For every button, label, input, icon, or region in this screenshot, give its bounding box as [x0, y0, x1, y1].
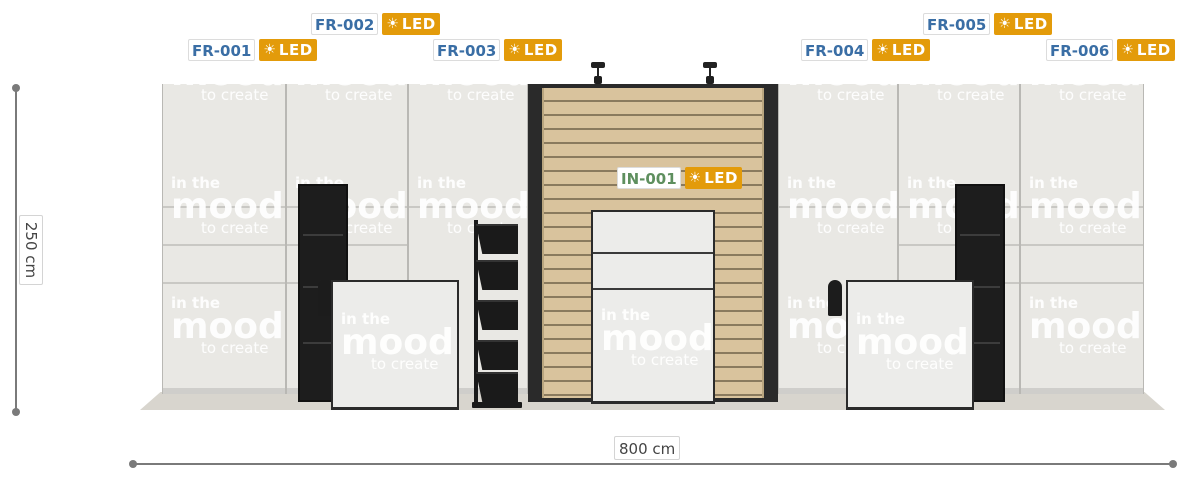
led-badge: ☀LED	[504, 39, 562, 61]
fixture-tag-fr-003: FR-003 ☀LED	[433, 39, 562, 61]
sun-icon: ☀	[508, 42, 521, 58]
height-dimension-line	[12, 84, 20, 416]
fixture-tag-fr-004: FR-004 ☀LED	[801, 39, 930, 61]
led-badge: ☀LED	[994, 13, 1052, 35]
fixture-tag-in-001: IN-001 ☀LED	[617, 167, 742, 189]
led-badge: ☀LED	[382, 13, 440, 35]
fixture-code: FR-006	[1046, 39, 1114, 61]
fixture-tag-fr-005: FR-005 ☀LED	[923, 13, 1052, 35]
sun-icon: ☀	[263, 42, 276, 58]
led-badge: ☀LED	[259, 39, 317, 61]
led-badge: ☀LED	[684, 167, 742, 189]
bar-stool	[828, 280, 842, 316]
led-badge: ☀LED	[1117, 39, 1175, 61]
spotlight-icon	[591, 62, 605, 84]
width-dimension-label: 800 cm	[614, 436, 681, 460]
width-dimension-line	[129, 460, 1177, 468]
sun-icon: ☀	[688, 170, 702, 186]
sun-icon: ☀	[1121, 42, 1134, 58]
fixture-code: FR-001	[188, 39, 256, 61]
sun-icon: ☀	[386, 16, 399, 32]
sun-icon: ☀	[876, 42, 889, 58]
brochure-rack	[472, 220, 522, 408]
fixture-code: FR-004	[801, 39, 869, 61]
bar-stool	[318, 280, 332, 316]
fixture-code: IN-001	[617, 167, 681, 189]
fixture-tag-fr-002: FR-002 ☀LED	[311, 13, 440, 35]
fixture-code: FR-002	[311, 13, 379, 35]
height-dimension-label: 250 cm	[19, 215, 43, 285]
fixture-tag-fr-006: FR-006 ☀LED	[1046, 39, 1175, 61]
fixture-code: FR-003	[433, 39, 501, 61]
led-badge: ☀LED	[872, 39, 930, 61]
fixture-code: FR-005	[923, 13, 991, 35]
fixture-tag-fr-001: FR-001 ☀LED	[188, 39, 317, 61]
spotlight-icon	[703, 62, 717, 84]
sun-icon: ☀	[998, 16, 1011, 32]
